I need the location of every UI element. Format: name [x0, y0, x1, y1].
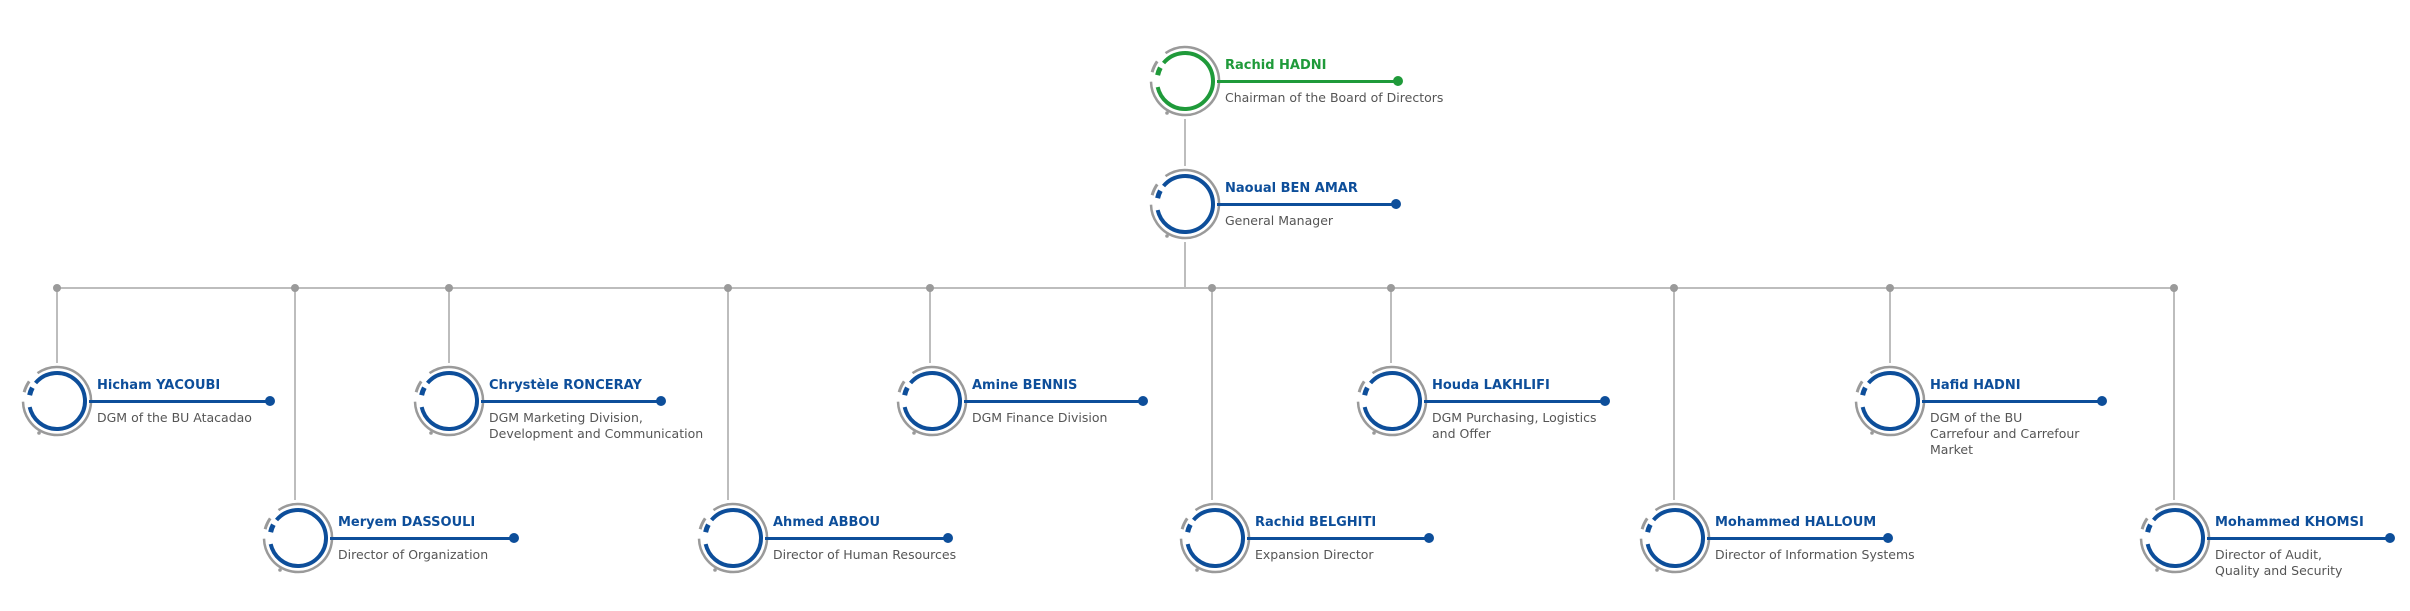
- person-title: DGM Finance Division: [972, 410, 1108, 425]
- name-underline: [330, 533, 519, 543]
- junction-dot-organization: [291, 284, 299, 292]
- person-node-gm: Naoual BEN AMAR General Manager: [1149, 168, 1401, 240]
- avatar-ring-icon: [695, 500, 771, 576]
- avatar-ring-icon: [1852, 363, 1928, 439]
- avatar-ring-icon: [894, 363, 970, 439]
- person-node-expansion: Rachid BELGHITI Expansion Director: [1179, 502, 1434, 574]
- person-name: Ahmed ABBOU: [773, 515, 880, 530]
- junction-dot-carrefour: [1886, 284, 1894, 292]
- underline-end-dot: [1138, 396, 1148, 406]
- junction-dot-hr: [724, 284, 732, 292]
- person-name: Rachid BELGHITI: [1255, 515, 1377, 530]
- avatar-ring-icon: [1147, 43, 1223, 119]
- underline-end-dot: [656, 396, 666, 406]
- person-title: Director of Information Systems: [1715, 547, 1915, 562]
- person-name: Mohammed HALLOUM: [1715, 515, 1877, 530]
- junction-dot-expansion: [1208, 284, 1216, 292]
- avatar-ring-icon: [260, 500, 336, 576]
- person-name: Meryem DASSOULI: [338, 515, 476, 530]
- person-title: Director of Human Resources: [773, 547, 957, 562]
- avatar-ring-icon: [411, 363, 487, 439]
- person-title: Director of Organization: [338, 547, 489, 562]
- name-underline: [1922, 396, 2107, 406]
- underline-end-dot: [1391, 199, 1401, 209]
- person-name: Naoual BEN AMAR: [1225, 181, 1358, 196]
- avatar-ring-icon: [2137, 500, 2213, 576]
- name-underline: [481, 396, 666, 406]
- junction-dot-finance: [926, 284, 934, 292]
- junction-dot-atacadao: [53, 284, 61, 292]
- person-title: General Manager: [1225, 213, 1334, 228]
- underline-end-dot: [509, 533, 519, 543]
- person-node-chairman: Rachid HADNI Chairman of the Board of Dir…: [1149, 45, 1443, 117]
- avatar-ring-icon: [1147, 166, 1223, 242]
- person-title: Expansion Director: [1255, 547, 1374, 562]
- person-node-hr: Ahmed ABBOU Director of Human Resources: [697, 502, 956, 574]
- person-name: Houda LAKHLIFI: [1432, 378, 1550, 393]
- person-node-audit: Mohammed KHOMSI Director of Audit, Qualit…: [2139, 502, 2395, 578]
- name-underline: [1424, 396, 1610, 406]
- avatar-ring-icon: [1177, 500, 1253, 576]
- name-underline: [2207, 533, 2395, 543]
- underline-end-dot: [1393, 76, 1403, 86]
- person-title: Chairman of the Board of Directors: [1225, 90, 1444, 105]
- person-name: Amine BENNIS: [972, 378, 1078, 393]
- underline-end-dot: [1883, 533, 1893, 543]
- person-node-finance: Amine BENNIS DGM Finance Division: [896, 365, 1148, 437]
- name-underline: [964, 396, 1148, 406]
- person-node-organization: Meryem DASSOULI Director of Organization: [262, 502, 519, 574]
- junction-dot-audit: [2170, 284, 2178, 292]
- avatar-ring-icon: [1637, 500, 1713, 576]
- junction-dot-purchasing: [1387, 284, 1395, 292]
- name-underline: [765, 533, 953, 543]
- person-title: DGM Marketing Division, Development and …: [489, 410, 704, 441]
- person-name: Chrystèle RONCERAY: [489, 378, 642, 393]
- avatar-ring-icon: [19, 363, 95, 439]
- name-underline: [1707, 533, 1893, 543]
- person-node-is: Mohammed HALLOUM Director of Information …: [1639, 502, 1915, 574]
- name-underline: [1247, 533, 1434, 543]
- person-title: DGM of the BU Carrefour and Carrefour Ma…: [1930, 410, 2080, 457]
- underline-end-dot: [1600, 396, 1610, 406]
- name-underline: [1217, 199, 1401, 209]
- person-node-carrefour: Hafid HADNI DGM of the BU Carrefour and C…: [1854, 365, 2107, 457]
- person-name: Hicham YACOUBI: [97, 378, 221, 393]
- underline-end-dot: [2097, 396, 2107, 406]
- name-underline: [89, 396, 275, 406]
- person-node-purchasing: Houda LAKHLIFI DGM Purchasing, Logistics …: [1356, 365, 1610, 441]
- name-underline: [1217, 76, 1403, 86]
- person-node-atacadao: Hicham YACOUBI DGM of the BU Atacadao: [21, 365, 275, 437]
- person-title: DGM Purchasing, Logistics and Offer: [1432, 410, 1597, 441]
- junction-dot-is: [1670, 284, 1678, 292]
- underline-end-dot: [1424, 533, 1434, 543]
- person-title: Director of Audit, Quality and Security: [2215, 547, 2343, 578]
- underline-end-dot: [2385, 533, 2395, 543]
- person-node-marketing: Chrystèle RONCERAY DGM Marketing Division…: [413, 365, 703, 441]
- person-name: Hafid HADNI: [1930, 378, 2021, 393]
- avatar-ring-icon: [1354, 363, 1430, 439]
- underline-end-dot: [943, 533, 953, 543]
- person-title: DGM of the BU Atacadao: [97, 410, 252, 425]
- junction-dot-marketing: [445, 284, 453, 292]
- underline-end-dot: [265, 396, 275, 406]
- person-name: Rachid HADNI: [1225, 58, 1327, 73]
- person-name: Mohammed KHOMSI: [2215, 515, 2364, 530]
